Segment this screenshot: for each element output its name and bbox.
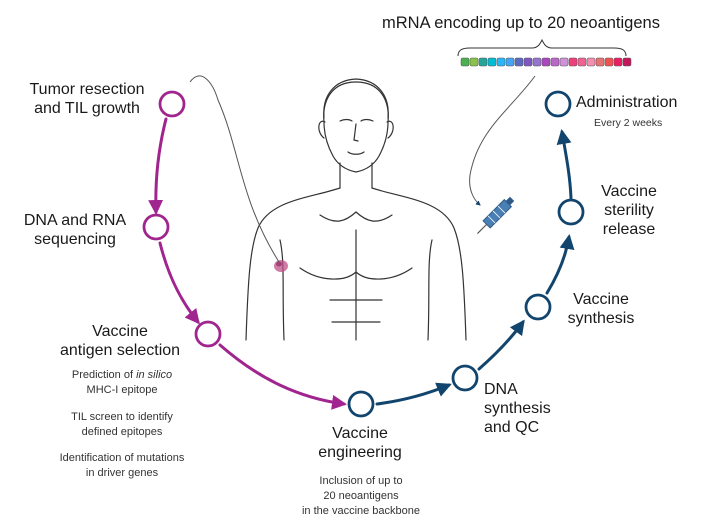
connector-mrna-to-syringe xyxy=(469,75,536,206)
hair-outline xyxy=(323,78,389,119)
selection-details: Prediction of in silico MHC-I epitope TI… xyxy=(36,368,208,481)
mrna-bead xyxy=(613,57,623,67)
right-ear xyxy=(386,120,394,139)
mrna-beads xyxy=(460,57,632,67)
label-line: Vaccine xyxy=(601,183,657,200)
arrow-synthesis-to-sterility xyxy=(545,234,575,295)
mrna-bead xyxy=(523,57,533,67)
mrna-bead xyxy=(568,57,578,67)
spacer xyxy=(36,439,208,451)
label-antigen-selection: Vaccine antigen selection xyxy=(44,322,196,360)
detail-text: in the vaccine backbone xyxy=(301,504,421,517)
node-tumor xyxy=(158,90,186,118)
engineering-details: Inclusion of up to 20 neoantigens in the… xyxy=(282,474,440,519)
navy-path xyxy=(375,129,575,406)
magenta-path xyxy=(148,117,347,410)
label-line: DNA and RNA xyxy=(23,212,127,229)
connector-lesion-to-tumor xyxy=(189,75,280,263)
label-vaccine-engineering: Vaccine engineering xyxy=(306,424,414,462)
label-line: sequencing xyxy=(34,231,116,249)
label-line: synthesis xyxy=(567,310,635,328)
label-line: Vaccine xyxy=(573,291,629,308)
spacer xyxy=(36,398,208,410)
label-line: antigen selection xyxy=(59,342,181,360)
label-line: release xyxy=(602,221,656,239)
label-vaccine-sterility: Vaccine sterility release xyxy=(586,182,672,240)
mrna-bead xyxy=(487,57,497,67)
mrna-bead xyxy=(496,57,506,67)
mrna-bead xyxy=(550,57,560,67)
label-administration-frequency: Every 2 weeks xyxy=(594,117,663,129)
mrna-bead xyxy=(577,57,587,67)
patient-figure xyxy=(245,78,467,341)
detail-prediction: Prediction of in silico xyxy=(36,368,208,383)
label-line: synthesis xyxy=(484,400,551,418)
mrna-bead xyxy=(586,57,596,67)
label-sequencing: DNA and RNA sequencing xyxy=(10,211,140,249)
mrna-bead xyxy=(505,57,515,67)
mrna-bead xyxy=(478,57,488,67)
mrna-bead xyxy=(469,57,479,67)
node-sequencing xyxy=(142,213,170,241)
detail-text: 20 neoantigens xyxy=(323,489,399,502)
detail-text: MHC-I epitope xyxy=(86,383,158,396)
mrna-brace xyxy=(457,38,627,57)
mrna-bead xyxy=(541,57,551,67)
detail-text: Identification of mutations xyxy=(59,452,185,465)
mrna-bead xyxy=(622,57,632,67)
label-line: and QC xyxy=(484,419,540,437)
label-line: Vaccine xyxy=(92,323,148,340)
mrna-bead xyxy=(514,57,524,67)
label-line: sterility xyxy=(604,202,654,220)
detail-text: Inclusion of up to xyxy=(319,475,403,487)
node-dna-synthesis xyxy=(451,364,479,392)
label-line: and TIL growth xyxy=(34,100,140,118)
mrna-title: mRNA encoding up to 20 neoantigens xyxy=(382,14,660,32)
mrna-bead xyxy=(460,57,470,67)
mrna-bead xyxy=(559,57,569,67)
node-selection xyxy=(194,320,222,348)
label-line: Vaccine xyxy=(332,425,388,442)
detail-text: TIL screen to identify xyxy=(71,410,173,423)
arrow-sequencing-to-selection xyxy=(158,241,200,325)
detail-text: in driver genes xyxy=(85,467,159,480)
arrow-dna-to-synthesis xyxy=(477,319,525,371)
neck-outline xyxy=(339,162,373,189)
shoulders-outline xyxy=(245,187,467,341)
node-administration xyxy=(544,90,572,118)
arrow-selection-to-engineering xyxy=(218,343,347,410)
node-vaccine-synthesis xyxy=(524,293,552,321)
detail-italic: in silico xyxy=(136,369,173,381)
tumor-lesion xyxy=(274,260,288,272)
label-dna-synthesis: DNA synthesis and QC xyxy=(484,380,551,438)
detail-text: Prediction of xyxy=(71,369,137,381)
mrna-bead xyxy=(595,57,605,67)
mrna-bead xyxy=(604,57,614,67)
detail-text: defined epitopes xyxy=(81,425,163,438)
arrow-sterility-to-administration xyxy=(556,129,573,200)
node-engineering xyxy=(347,390,375,418)
mrna-bead xyxy=(532,57,542,67)
syringe-icon xyxy=(477,196,515,234)
node-sterility xyxy=(557,198,585,226)
label-line: DNA xyxy=(484,381,518,398)
label-vaccine-synthesis: Vaccine synthesis xyxy=(556,290,646,328)
label-administration: Administration xyxy=(576,94,678,111)
arrow-tumor-to-sequencing xyxy=(148,117,168,215)
arrow-engineering-to-dna xyxy=(375,382,452,406)
label-line: engineering xyxy=(318,444,402,462)
label-tumor-resection: Tumor resection and TIL growth xyxy=(14,80,160,118)
left-ear xyxy=(318,120,326,139)
label-line: Tumor resection xyxy=(29,81,145,98)
